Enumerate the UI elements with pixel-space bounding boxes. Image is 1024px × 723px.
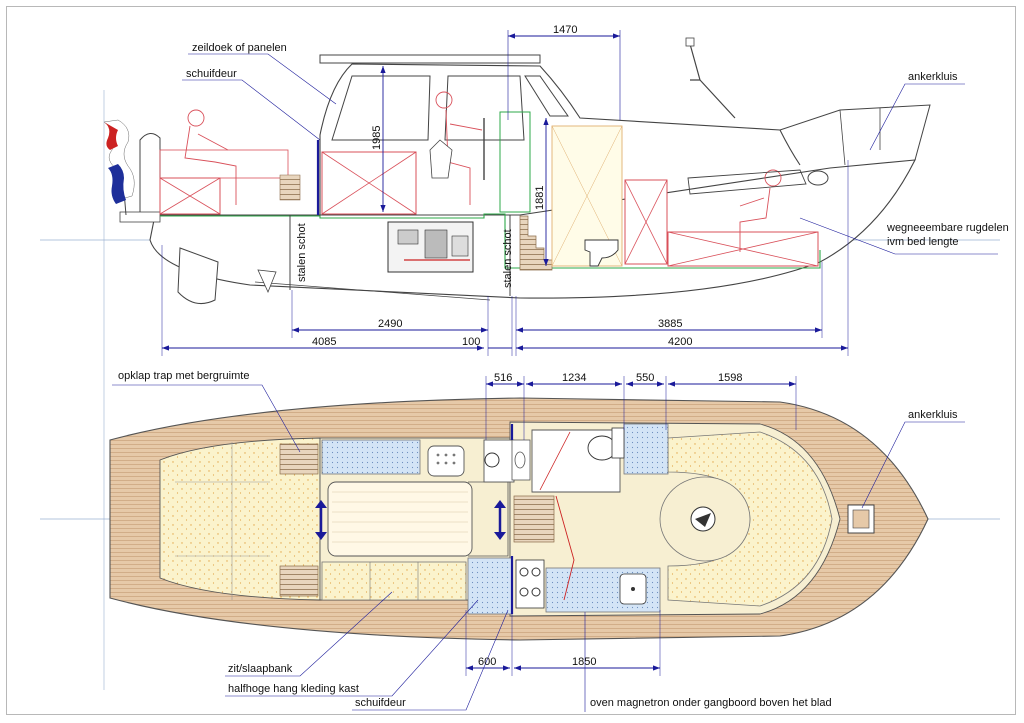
dim-text-100: 100 xyxy=(462,336,480,348)
dim-text-4085: 4085 xyxy=(312,336,336,348)
dim-text-3885: 3885 xyxy=(658,318,682,330)
leader-sail-panels xyxy=(188,53,337,105)
label-sail-panels: zeildoek of panelen xyxy=(192,42,287,54)
stern-rail xyxy=(139,133,161,212)
forward-window xyxy=(687,169,807,195)
dim-text-1985: 1985 xyxy=(371,126,383,150)
saloon-cabinet-top xyxy=(321,439,421,475)
dim-text-1850: 1850 xyxy=(572,656,596,668)
toilet-plan-icon xyxy=(587,427,625,461)
rudder xyxy=(177,247,219,305)
steering-wheel-icon xyxy=(484,452,500,468)
label-anchor-locker-plan: ankerkluis xyxy=(908,409,958,421)
label-steel-bulkhead-aft: stalen schot xyxy=(296,223,308,282)
hardtop-roof xyxy=(319,54,541,64)
label-removable-backrests-1: wegneeembare rugdelen xyxy=(886,222,1009,234)
hatch-icon xyxy=(690,506,716,532)
label-half-height-wardrobe: halfhoge hang kleding kast xyxy=(228,683,359,695)
label-seat-bed: zit/slaapbank xyxy=(228,663,293,675)
leader-sliding-door-plan xyxy=(352,609,509,711)
leader-anchor-locker-top xyxy=(869,83,965,151)
mast xyxy=(689,43,736,119)
dim-text-516: 516 xyxy=(494,372,512,384)
toilet-icon xyxy=(584,239,619,267)
side-window-fwd xyxy=(444,75,525,141)
aft-table xyxy=(159,149,289,179)
windshield xyxy=(524,75,569,117)
cabin-superstructure xyxy=(319,63,801,215)
drawing-frame xyxy=(6,6,1016,715)
folding-stairs-bottom xyxy=(279,565,319,597)
leader-seat-bed xyxy=(225,591,393,677)
labels: zeildoek of panelen schuifdeur ankerklui… xyxy=(118,24,1009,709)
shaft-line xyxy=(254,281,491,301)
bow-rail xyxy=(779,104,931,161)
label-steel-bulkhead-fwd: stalen schot xyxy=(502,229,514,288)
person-aft-icon xyxy=(184,109,237,205)
leader-sliding-door-top xyxy=(182,79,321,141)
leader-removable-backrests xyxy=(799,217,998,255)
dim-text-1470: 1470 xyxy=(553,24,577,36)
dim-text-4200: 4200 xyxy=(668,336,692,348)
label-sliding-door-plan: schuifdeur xyxy=(355,697,406,709)
mast-light-icon xyxy=(685,37,695,47)
interior-floor-line xyxy=(160,213,821,269)
bulkhead-frame xyxy=(499,111,531,213)
label-anchor-locker-top: ankerkluis xyxy=(908,71,958,83)
forward-steps xyxy=(513,495,555,543)
flag-icon xyxy=(103,119,135,216)
slide-arrow-aft-icon xyxy=(315,500,327,540)
label-sliding-door-top: schuifdeur xyxy=(186,68,237,80)
helm-seat-icon xyxy=(427,445,465,477)
porthole-icon xyxy=(807,170,829,186)
head-cabinet xyxy=(623,423,669,475)
label-oven-note: oven magnetron onder gangboord boven het… xyxy=(590,697,832,709)
sink-icon xyxy=(619,573,647,605)
seat-bed xyxy=(321,561,467,601)
helm-seat xyxy=(429,139,453,179)
side-elevation xyxy=(40,30,1000,356)
engine-icon xyxy=(387,221,474,273)
person-forward-icon xyxy=(739,169,782,252)
leader-folding-stairs xyxy=(112,384,301,453)
plan-view xyxy=(40,90,1000,712)
stove-icon xyxy=(515,559,545,609)
person-helm-icon xyxy=(435,91,483,205)
aft-steps xyxy=(279,174,301,201)
propeller xyxy=(257,269,277,294)
dim-text-2490: 2490 xyxy=(378,318,402,330)
side-window-aft xyxy=(331,75,431,141)
slide-arrow-fwd-icon xyxy=(494,500,506,540)
dim-text-1881: 1881 xyxy=(534,186,546,210)
dim-text-600: 600 xyxy=(478,656,496,668)
label-removable-backrests-2: ivm bed lengte xyxy=(887,236,959,248)
leader-wardrobe xyxy=(225,599,479,697)
dim-text-1598: 1598 xyxy=(718,372,742,384)
dim-text-1234: 1234 xyxy=(562,372,586,384)
label-folding-stairs: opklap trap met bergruimte xyxy=(118,370,249,382)
folding-stairs-top xyxy=(279,443,319,475)
wardrobe-cabinet xyxy=(467,557,513,615)
dim-text-550: 550 xyxy=(636,372,654,384)
saloon-table xyxy=(327,481,473,557)
leader-anchor-locker-plan xyxy=(861,421,965,509)
